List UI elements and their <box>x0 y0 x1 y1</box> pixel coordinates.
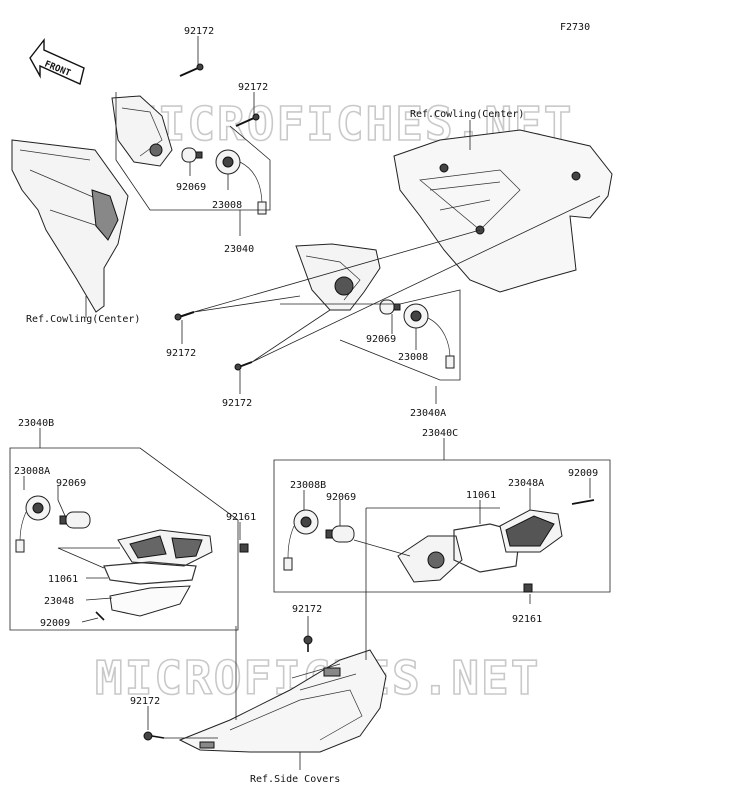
socket-mid <box>403 303 455 369</box>
label-gasket-right: 11061 <box>466 490 496 501</box>
screw-top2-icon <box>235 113 260 127</box>
bulb-left <box>59 511 91 529</box>
lens-right <box>499 509 563 553</box>
lens-left <box>109 585 191 617</box>
socket-left <box>15 495 51 553</box>
turn-signal-housing-mid <box>295 243 381 311</box>
screw-bottom1-icon <box>303 635 313 652</box>
label-bulb-right: 92069 <box>326 492 356 503</box>
label-bulb-left: 92069 <box>56 478 86 489</box>
label-screw-bottom2: 92172 <box>130 696 160 707</box>
label-grommet-right: 92161 <box>512 614 542 625</box>
label-ref-cowling-left: Ref.Cowling(Center) <box>26 314 140 325</box>
bulb-mid <box>379 299 401 315</box>
bulb-right <box>325 525 355 543</box>
label-socket-right: 23008B <box>290 480 326 491</box>
grommet-left-icon <box>239 543 249 553</box>
label-screw-bottom1: 92172 <box>292 604 322 615</box>
label-assy-right: 23040C <box>422 428 458 439</box>
screw-mid2-icon <box>234 361 253 371</box>
label-socket-left: 23008A <box>14 466 50 477</box>
label-lens-right: 23048A <box>508 478 544 489</box>
cowling-center-right-part <box>393 129 613 293</box>
figure-code: F2730 <box>560 22 590 33</box>
side-cover-part <box>178 649 387 753</box>
label-bulb-top: 92069 <box>176 182 206 193</box>
turn-signal-housing-top <box>111 95 173 167</box>
screw-left-icon <box>95 611 105 621</box>
screw-right-icon <box>571 499 595 505</box>
label-assy-top: 23040 <box>224 244 254 255</box>
label-screw-mid2: 92172 <box>222 398 252 409</box>
grommet-right-icon <box>523 583 533 593</box>
label-screw-left: 92009 <box>40 618 70 629</box>
front-arrow-icon: FRONT <box>29 37 85 85</box>
label-lens-left: 23048 <box>44 596 74 607</box>
label-screw-top2: 92172 <box>238 82 268 93</box>
label-ref-cowling-top: Ref.Cowling(Center) <box>410 109 524 120</box>
label-screw-mid1: 92172 <box>166 348 196 359</box>
label-grommet-left: 92161 <box>226 512 256 523</box>
bulb-top <box>181 147 203 163</box>
label-ref-side-covers: Ref.Side Covers <box>250 774 340 785</box>
screw-bottom2-icon <box>143 731 165 741</box>
screw-mid1-icon <box>174 311 195 321</box>
label-assy-left: 23040B <box>18 418 54 429</box>
label-screw-right: 92009 <box>568 468 598 479</box>
label-socket-mid: 23008 <box>398 352 428 363</box>
label-gasket-left: 11061 <box>48 574 78 585</box>
label-bulb-mid: 92069 <box>366 334 396 345</box>
gasket-right <box>453 523 521 573</box>
screw-top1-icon <box>179 63 204 77</box>
socket-right <box>283 509 319 571</box>
housing-left <box>117 529 213 567</box>
cowling-center-left-part <box>11 139 129 313</box>
label-screw-top1: 92172 <box>184 26 214 37</box>
label-socket-top: 23008 <box>212 200 242 211</box>
housing-right <box>397 535 463 583</box>
label-assy-mid: 23040A <box>410 408 446 419</box>
gasket-left <box>103 561 197 585</box>
